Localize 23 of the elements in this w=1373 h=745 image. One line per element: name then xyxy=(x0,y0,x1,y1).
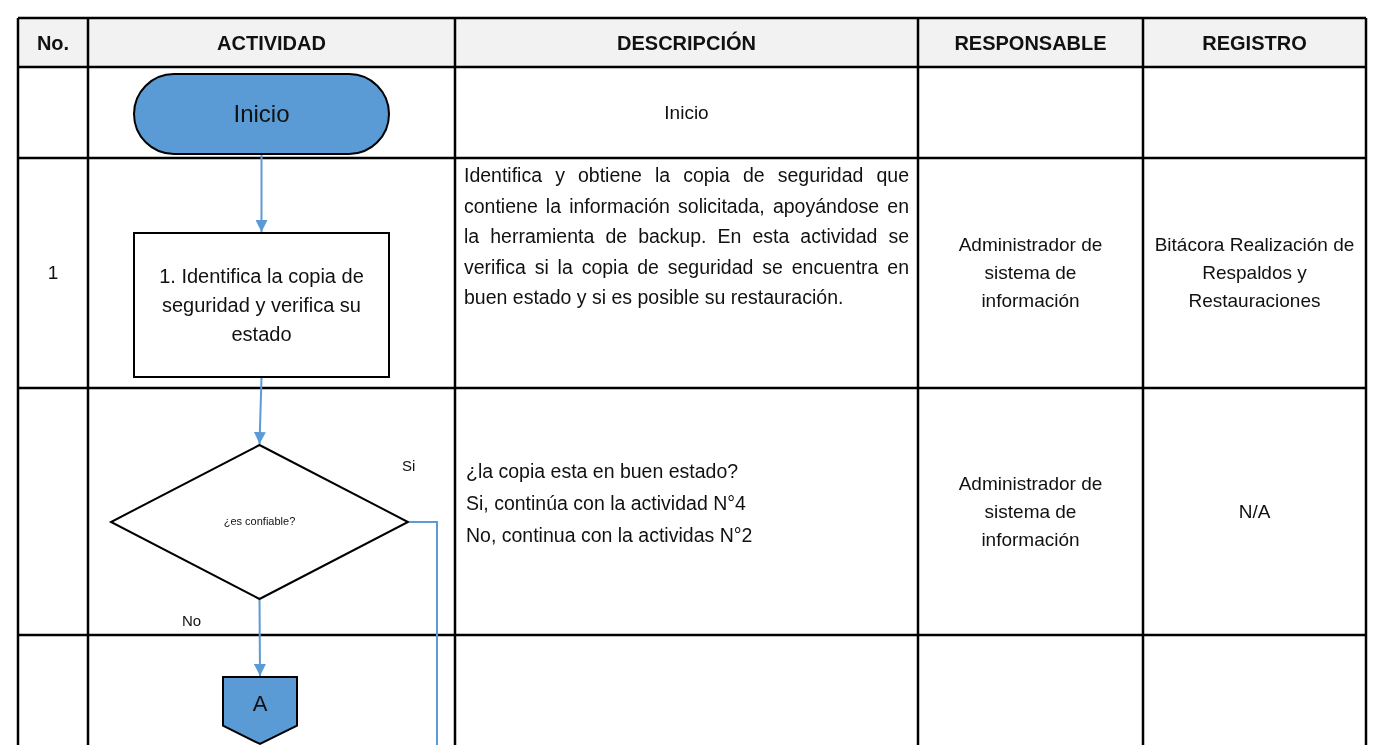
column-header: RESPONSABLE xyxy=(953,30,1108,56)
description-text: No, continua con la actividas N°2 xyxy=(466,523,754,548)
edge-label: Si xyxy=(400,457,418,474)
arrow xyxy=(253,599,266,677)
off-page-connector: A xyxy=(222,676,298,745)
column-header: DESCRIPCIÓN xyxy=(616,30,757,56)
column-header: No. xyxy=(35,30,71,56)
responsible-text: Administrador de sistema de información xyxy=(957,233,1104,313)
record-text: Bitácora Realización de Respaldos y Restauraciones xyxy=(1153,233,1356,313)
row-number: 1 xyxy=(46,261,60,285)
description-text: Inicio xyxy=(663,100,710,125)
description-text: Si, continúa con la actividad N°4 xyxy=(466,491,747,516)
record-text: N/A xyxy=(1237,499,1272,524)
responsible-text: Administrador de sistema de información xyxy=(957,471,1104,552)
description-text: ¿la copia esta en buen estado? xyxy=(466,459,740,484)
column-header: REGISTRO xyxy=(1201,30,1308,56)
arrow xyxy=(253,377,266,445)
arrow xyxy=(255,154,268,233)
start-terminal: Inicio xyxy=(133,73,390,155)
column-header: ACTIVIDAD xyxy=(216,30,327,56)
process-box: 1. Identifica la copia de seguridad y verifica su estado xyxy=(133,232,390,378)
connector-line xyxy=(408,521,438,745)
description-text: Identifica y obtiene la copia de seguridad que contiene la información solicitada, apoyándose en la herramienta de backup. En esta actividad se verifica si la copia de seguridad se encuentra en buen estado y si es posible su restauración. xyxy=(464,163,909,310)
